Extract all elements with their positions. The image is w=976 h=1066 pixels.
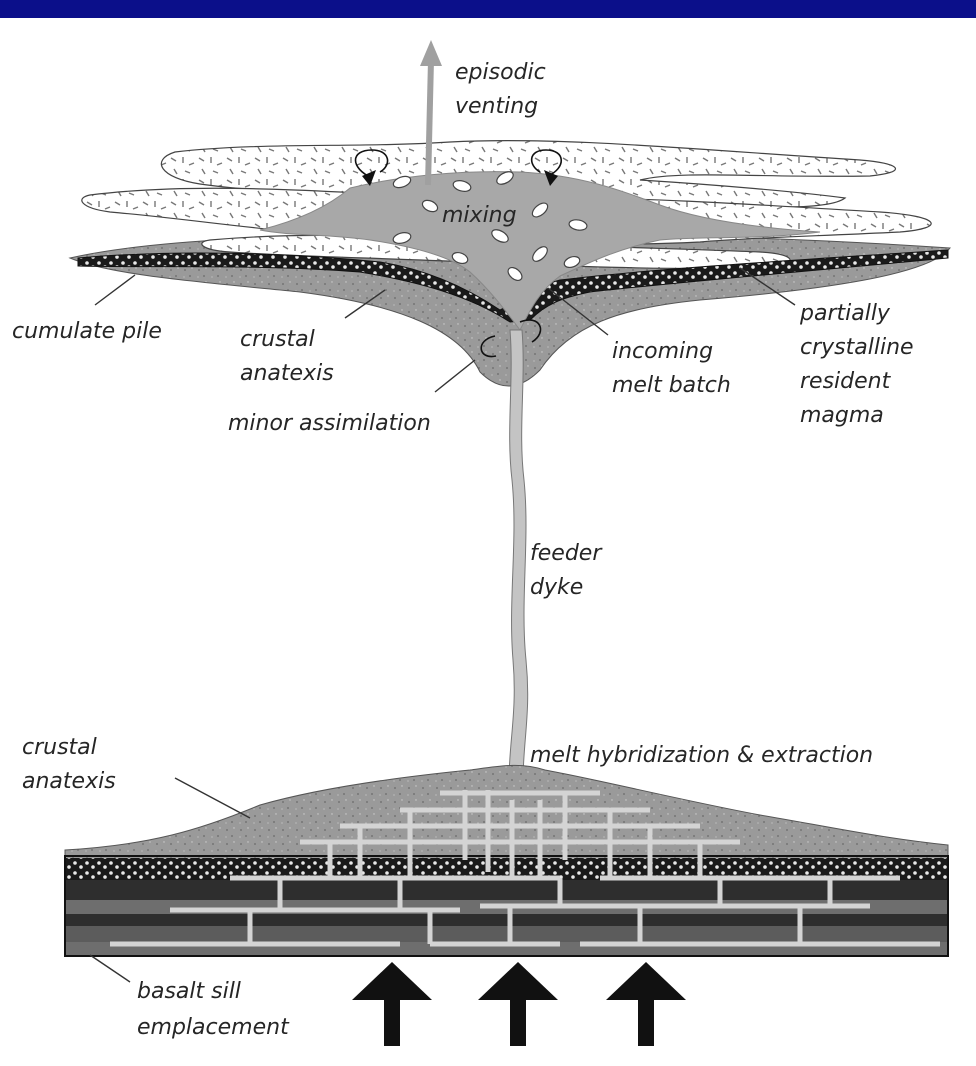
label-melt-hybridization: melt hybridization & extraction bbox=[530, 743, 873, 768]
label-mixing: mixing bbox=[442, 203, 517, 228]
label-dyke: dyke bbox=[530, 575, 583, 600]
label-crustal-top: crustal bbox=[240, 327, 315, 352]
magma-system-diagram: episodic venting mixing cumulate pile cr… bbox=[0, 18, 976, 1066]
label-resident: resident bbox=[800, 369, 892, 394]
label-minor-assimilation: minor assimilation bbox=[228, 411, 431, 436]
label-anatexis-top: anatexis bbox=[240, 361, 334, 386]
basalt-input-arrows bbox=[352, 962, 686, 1046]
label-incoming: incoming bbox=[612, 339, 713, 364]
label-anatexis-bottom: anatexis bbox=[22, 769, 116, 794]
label-partially: partially bbox=[799, 301, 891, 326]
lower-anatexis-zone bbox=[65, 765, 948, 860]
label-magma: magma bbox=[800, 403, 884, 428]
label-cumulate-pile: cumulate pile bbox=[12, 319, 162, 344]
label-crystalline: crystalline bbox=[800, 335, 914, 360]
label-episodic: episodic bbox=[455, 60, 546, 85]
label-basalt-sill: basalt sill bbox=[137, 979, 241, 1004]
label-emplacement: emplacement bbox=[137, 1015, 290, 1040]
label-melt-batch: melt batch bbox=[612, 373, 731, 398]
frame-top-bar bbox=[0, 0, 976, 18]
label-feeder: feeder bbox=[530, 541, 603, 566]
feeder-dyke bbox=[509, 330, 528, 800]
label-venting: venting bbox=[455, 94, 538, 119]
label-crustal-bottom: crustal bbox=[22, 735, 97, 760]
